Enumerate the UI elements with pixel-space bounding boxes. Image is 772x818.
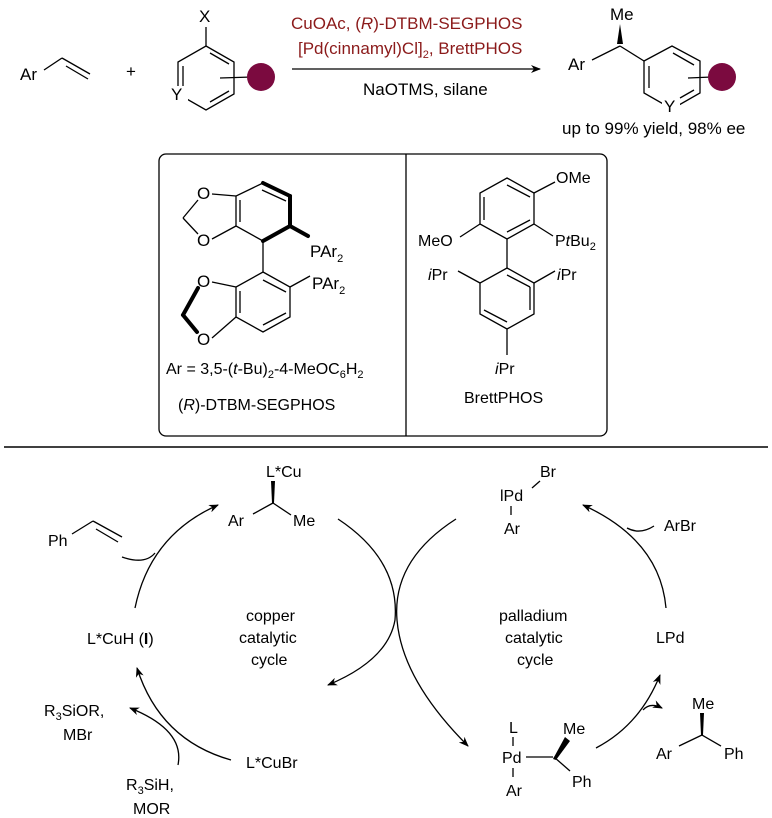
segphos-name: (R)-DTBM-SEGPHOS	[178, 397, 335, 414]
methoxy-label: MeO	[418, 233, 453, 250]
ar-label: Ar	[20, 65, 37, 84]
pd-complex-me: Me	[563, 721, 585, 738]
y-label: Y	[171, 85, 182, 104]
silane-byproduct: R3SiOR,	[44, 703, 104, 723]
phosphine-label: PAr2	[312, 274, 345, 297]
cycle-label-copper: catalytic	[239, 630, 297, 647]
alkyl-cu-lcu: L*Cu	[266, 464, 302, 481]
cycle-arrow	[134, 504, 219, 609]
x-label: X	[199, 7, 210, 26]
pd-complex-ar: Ar	[506, 783, 523, 800]
oxygen-label: O	[197, 272, 210, 291]
arbr-reagent: ArBr	[664, 518, 697, 535]
cycle-arrow	[595, 674, 661, 749]
pd-complex-pd: Pd	[502, 750, 522, 767]
phosphine-label: PAr2	[310, 242, 343, 265]
cycle-label-palladium: catalytic	[505, 630, 563, 647]
base-reagent: MOR	[133, 801, 170, 818]
oxygen-label: O	[197, 330, 210, 349]
reaction-conditions: CuOAc, (R)-DTBM-SEGPHOS [Pd(cinnamyl)Cl]…	[291, 14, 541, 99]
isopropyl-label: iPr	[495, 361, 515, 378]
copper-cycle: L*Cu Ar Me Ph copper catalytic cycle L*C…	[44, 464, 397, 818]
oxygen-label: O	[197, 184, 210, 203]
arbr-entry-arrow	[626, 525, 655, 532]
cuh-species: L*CuH (I)	[87, 631, 154, 648]
alkyl-cu-me: Me	[293, 513, 315, 530]
reactant-styrene: Ar	[20, 57, 91, 84]
product-release-arrow	[642, 700, 663, 711]
y-label: Y	[664, 97, 675, 116]
brettphos-structure: OMe MeO PtBu2 iPr iPr iPr BrettPHOS	[418, 170, 596, 407]
ligand-box	[158, 153, 608, 437]
isopropyl-label: iPr	[428, 267, 448, 284]
me-label: Me	[610, 5, 634, 24]
lpd-species: LPd	[656, 630, 684, 647]
brettphos-name: BrettPHOS	[464, 390, 543, 407]
ar-definition: Ar = 3,5-(t-Bu)2-4-MeOC6H2	[166, 361, 364, 381]
conditions-below: NaOTMS, silane	[363, 80, 488, 99]
alkyl-cu-ar: Ar	[228, 513, 245, 530]
product-ar: Ar	[656, 746, 673, 763]
substituent-dot	[247, 63, 275, 91]
styrene-ph: Ph	[48, 533, 68, 550]
cubr-species: L*CuBr	[246, 755, 298, 772]
cycle-arrow	[582, 504, 667, 609]
product-me: Me	[692, 696, 714, 713]
conditions-line-2: [Pd(cinnamyl)Cl]2, BrettPHOS	[298, 39, 522, 61]
conditions-line-1: CuOAc, (R)-DTBM-SEGPHOS	[291, 14, 522, 33]
silane-reagent: R3SiH,	[126, 777, 174, 797]
cycle-label-copper: cycle	[251, 652, 288, 669]
isopropyl-label: iPr	[557, 267, 577, 284]
substituent-dot	[708, 63, 736, 91]
methoxy-label: OMe	[556, 170, 591, 187]
oxadd-br: Br	[540, 464, 557, 481]
reactant-aryl-halide: X Y	[168, 7, 275, 111]
segphos-structure: O O PAr2 O O PAr2 Ar = 3,5-(t-Bu)2-4-MeO…	[166, 181, 364, 414]
phosphine-label: PtBu2	[555, 233, 596, 253]
ar-label: Ar	[568, 55, 585, 74]
pd-complex-ph: Ph	[572, 774, 592, 791]
cycle-label-palladium: cycle	[517, 652, 554, 669]
cycle-label-copper: copper	[246, 608, 296, 625]
plus-sign: +	[126, 62, 136, 81]
cycle-arrow	[327, 518, 397, 686]
oxadd-ar: Ar	[504, 521, 521, 538]
cycle-arrow	[395, 518, 469, 747]
silane-exchange-arrow	[129, 707, 180, 766]
styrene-entry-arrow	[121, 552, 156, 561]
pd-complex-l: L	[509, 720, 518, 737]
product-structure: Me Ar Y	[568, 5, 736, 116]
cycle-label-palladium: palladium	[499, 608, 567, 625]
product-ph: Ph	[724, 746, 744, 763]
oxadd-lpd: lPd	[500, 488, 523, 505]
palladium-cycle: Br lPd Ar ArBr palladium catalytic cycle…	[395, 464, 744, 800]
oxygen-label: O	[197, 231, 210, 250]
salt-byproduct: MBr	[63, 727, 93, 744]
cycle-arrow	[135, 667, 232, 761]
yield-ee-result: up to 99% yield, 98% ee	[562, 119, 745, 138]
